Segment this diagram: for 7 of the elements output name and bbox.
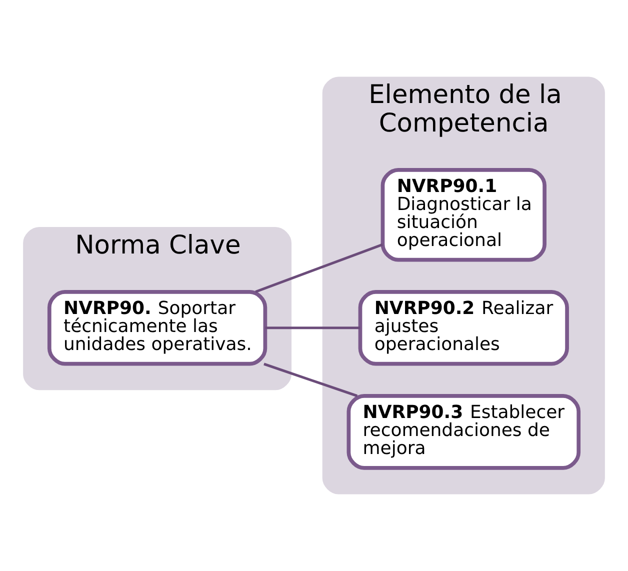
connector (264, 362, 358, 398)
node-box: NVRP90.1 Diagnosticar la situación operacional (380, 168, 546, 262)
connector (255, 243, 384, 293)
node-box: NVRP90. Soportar técnicamente las unidades operativas. (47, 290, 268, 366)
node-box: NVRP90.3 Establecer recomendaciones de mejora (346, 394, 581, 470)
node-box: NVRP90.2 Realizar ajustes operacionales (358, 290, 569, 366)
connector (265, 326, 360, 330)
